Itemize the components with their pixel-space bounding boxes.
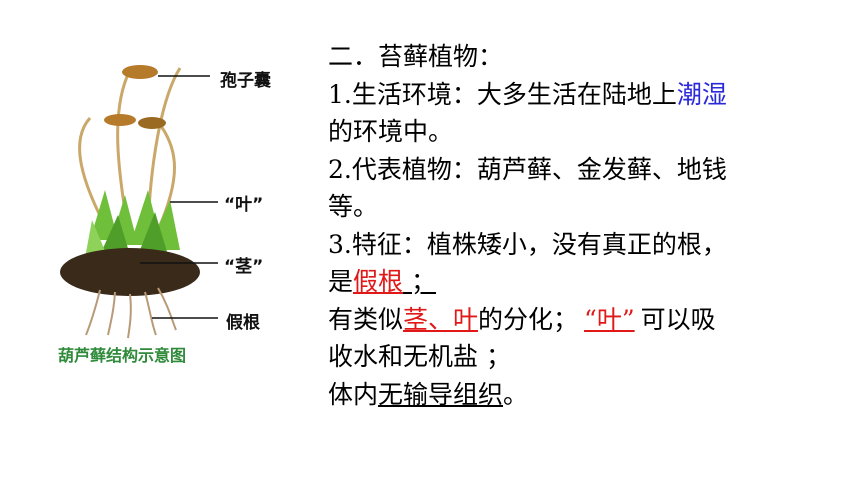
spore-capsule	[122, 65, 158, 79]
label-capsule: 孢子囊	[220, 71, 271, 91]
leaf-answer: “叶”	[584, 304, 635, 334]
label-leaf: “叶”	[224, 195, 264, 215]
label-rhizoid: 假根	[226, 313, 260, 333]
rhizoids	[85, 287, 177, 339]
features-line: 3.特征：植株矮小，没有真正的根，	[328, 229, 727, 259]
moss-notes: 二．苔藓植物： 1.生活环境：大多生活在陆地上潮湿 的环境中。 2.代表植物：葫…	[328, 38, 848, 413]
body-line: 体内无输导组织。	[328, 379, 529, 409]
habitat-line: 1.生活环境：大多生活在陆地上潮湿	[328, 79, 727, 109]
spore-capsule	[104, 114, 136, 126]
figure-caption: 葫芦藓结构示意图	[58, 346, 187, 365]
spore-capsule	[138, 117, 166, 129]
soil-clump	[60, 248, 200, 296]
no-vascular-answer: 无输导组织	[378, 379, 504, 409]
representatives-line-2: 等。	[328, 192, 379, 221]
representatives-line: 2.代表植物：葫芦藓、金发藓、地钱	[328, 154, 727, 184]
habitat-line-2: 的环境中。	[328, 117, 454, 146]
moss-structure-figure: 孢子囊 “叶” “茎” 假根 葫芦藓结构示意图	[30, 40, 320, 380]
capsule-stalk	[146, 67, 182, 231]
section-heading: 二．苔藓植物：	[328, 42, 504, 71]
moss-illustration	[60, 65, 218, 339]
leaf-cluster	[85, 190, 180, 258]
rhizoid-line: 是假根 ；	[328, 267, 436, 296]
stem-leaf-answer: 茎、叶	[403, 304, 479, 334]
absorb-line: 收水和无机盐 ；	[328, 342, 511, 371]
habitat-highlight: 潮湿	[676, 79, 727, 109]
label-stem: “茎”	[224, 257, 264, 277]
stem-leaf-line: 有类似茎、叶的分化；“叶”可以吸	[328, 304, 716, 334]
rhizoid-answer: 假根	[353, 267, 404, 296]
